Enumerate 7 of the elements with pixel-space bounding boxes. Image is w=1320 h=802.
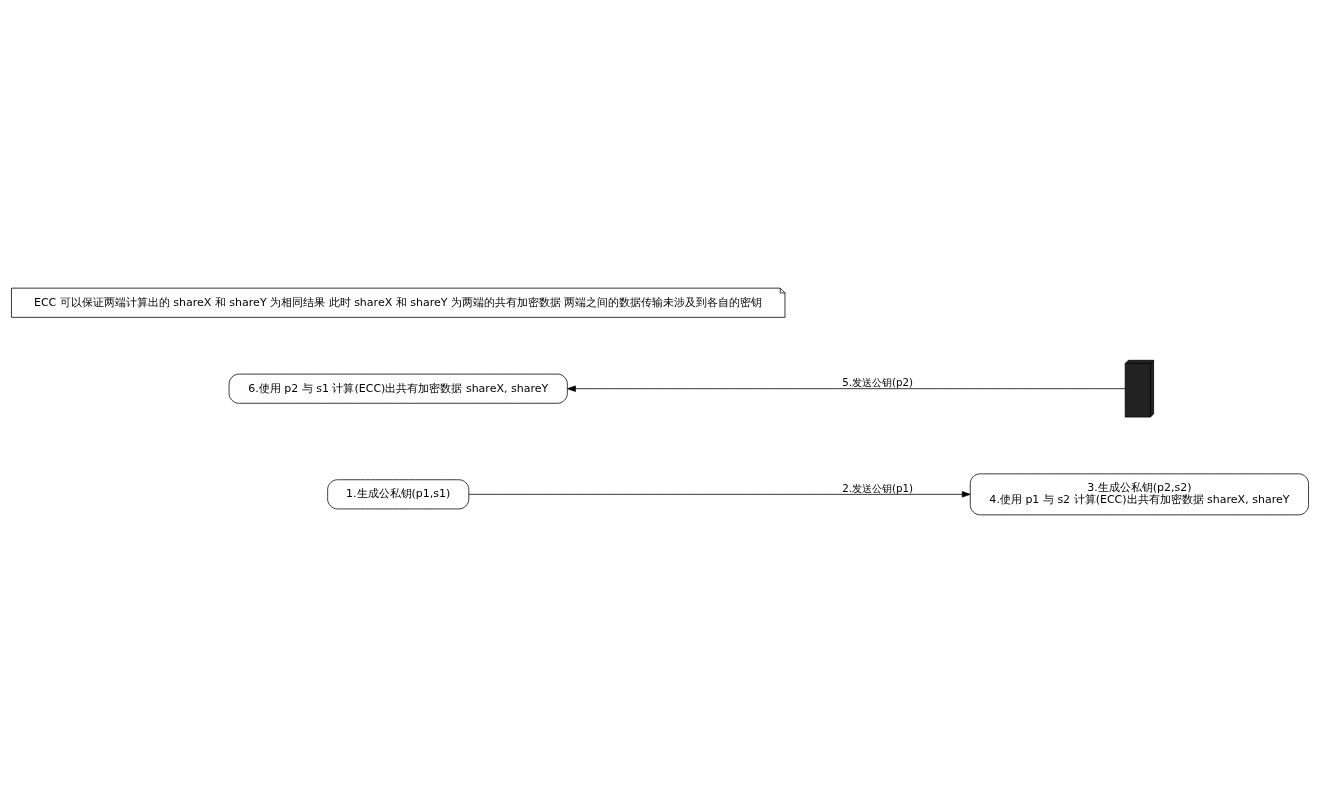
node-box: 6.使用 p2 与 s1 计算(ECC)出共有加密数据 shareX, shareY [228, 373, 568, 404]
node-box: 1.生成公私钥(p1,s1) [327, 478, 470, 509]
arrow [468, 490, 971, 497]
node-box: 3.生成公私钥(p2,s2) 4.使用 p1 与 s2 计算(ECC)出共有加密数据 shareX, shareY [969, 472, 1309, 515]
edge-label: 5.发送公钥(p2) [842, 375, 914, 388]
arrow [567, 385, 1126, 392]
edge-label: 2.发送公钥(p1) [842, 481, 914, 494]
